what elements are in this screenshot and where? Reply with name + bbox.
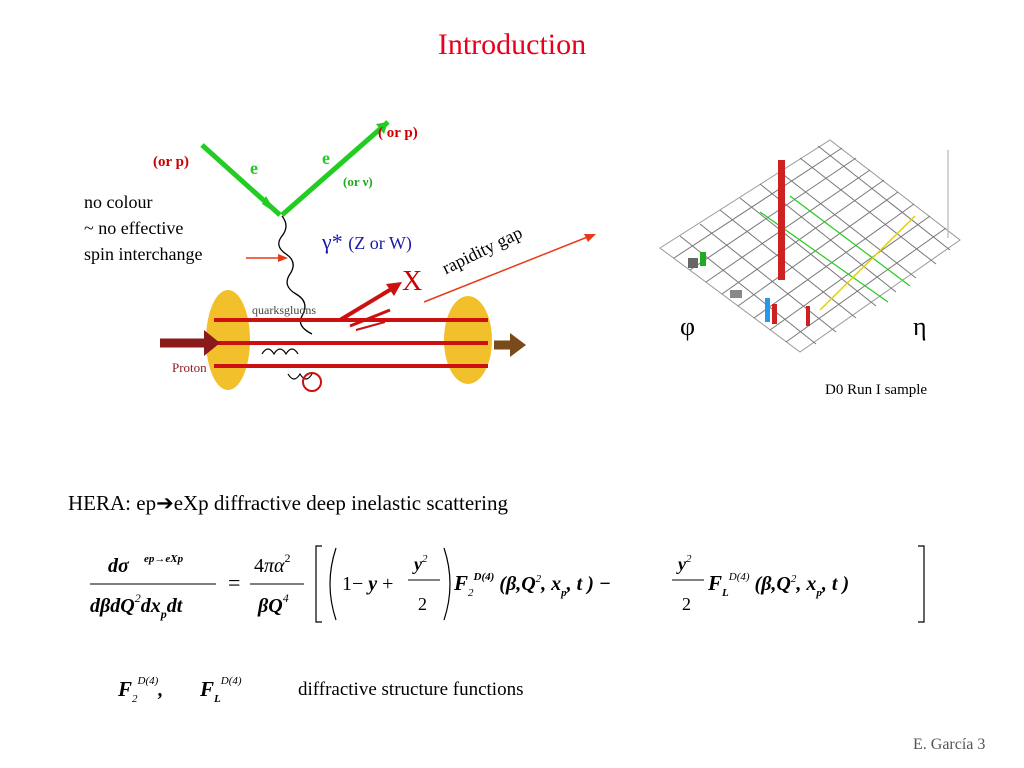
gluons-label: gluons [284, 303, 316, 317]
electron-label-right: e [322, 148, 330, 168]
sf-fl: FLD(4) [199, 675, 242, 705]
note-pointer-arrow [278, 254, 288, 262]
gamma-alt: (Z or W) [348, 233, 412, 253]
hera-prefix: HERA: ep [68, 491, 157, 515]
gluon-loop-2 [287, 372, 313, 380]
or-p-left-label: (or p) [153, 154, 189, 170]
note-line-2: ~ no effective [84, 218, 184, 238]
eq-y2-b: y2 [676, 553, 692, 574]
eq-bracket-right [918, 545, 925, 623]
structure-function-description: diffractive structure functions [298, 679, 524, 700]
eq-lhs-num: dσ [108, 555, 130, 577]
eq-coeff-num: 4πα2 [254, 551, 291, 577]
gamma-label: γ* (Z or W) [322, 229, 412, 255]
eq-coeff-den: βQ4 [257, 591, 289, 617]
eq-fl: FLD(4) (β,Q2, xp, t ) [707, 571, 849, 599]
photon-propagator [278, 215, 313, 335]
eq-y2: y2 [412, 553, 428, 574]
eq-lhs-sup: ep→eXp [144, 553, 184, 565]
eq-bracket-left [315, 545, 322, 623]
eq-lhs-den: dβdQ2dxpdt [90, 591, 184, 621]
proton-out-arrow [510, 333, 526, 357]
eta-label: η [913, 312, 927, 341]
gluon-circle [302, 372, 322, 392]
hera-process-line: HERA: ep➔eXp diffractive deep inelastic … [68, 491, 508, 516]
electron-label-left: e [250, 158, 258, 178]
phi-label: φ [680, 312, 696, 341]
proton-in-arrow [204, 330, 220, 356]
proton-label: Proton [172, 360, 207, 375]
outgoing-proton-blob [444, 296, 492, 384]
lego-tower-blue [765, 298, 770, 322]
outgoing-electron-arrow [376, 122, 388, 134]
hera-suffix: eXp diffractive deep inelastic scatterin… [173, 491, 508, 515]
jet-line-2 [349, 308, 391, 328]
lego-clutter-1 [730, 290, 742, 298]
structure-function-symbols: F2D(4), FLD(4) [117, 675, 242, 705]
plot-caption: D0 Run I sample [825, 382, 928, 398]
note-line-3: spin interchange [84, 244, 203, 264]
or-nu-label: (or ν) [343, 174, 373, 189]
slide-title: Introduction [437, 28, 587, 61]
eq-f2: F2D(4) (β,Q2, xp, t ) − [453, 571, 611, 599]
slide-footer: E. García 3 [913, 736, 986, 753]
lego-clutter-2 [688, 258, 698, 268]
scattering-diagram: e e (or ν) quarks gluons Proton [160, 120, 961, 392]
eq-half-den: 2 [418, 594, 427, 614]
or-p-right-label: ( or p) [378, 125, 418, 141]
gluon-loop-1 [261, 348, 299, 356]
x-label: X [402, 266, 423, 297]
eq-paren-left [329, 547, 337, 621]
eq-half-den-b: 2 [682, 594, 691, 614]
outgoing-electron-line [280, 120, 390, 217]
jet-line-3 [355, 321, 386, 331]
incoming-electron-arrow [262, 196, 276, 213]
lego-tower-green [700, 252, 706, 266]
rapidity-arrow-head [584, 234, 596, 242]
lego-green-line-2 [789, 195, 911, 287]
rapidity-arrow-line [423, 235, 591, 303]
eq-equals: = [228, 570, 240, 595]
jet-line-1 [338, 283, 400, 322]
arrow-icon: ➔ [156, 491, 174, 515]
jet-arrow-1 [386, 282, 402, 296]
gamma-symbol: γ* [322, 229, 343, 254]
lego-yellow-line [819, 215, 916, 311]
sf-f2: F2D(4), [117, 675, 163, 705]
lego-tower-red-small [772, 304, 777, 324]
lego-plot [659, 139, 961, 353]
note-line-1: no colour [84, 192, 153, 212]
lego-tower-red [778, 160, 785, 280]
eq-term: 1− y + [342, 573, 393, 595]
quarks-label: quarks [252, 303, 284, 317]
cross-section-equation: dσ ep→eXp dβdQ2dxpdt = 4πα2 βQ4 1− y + y… [90, 545, 925, 623]
eq-paren-right [443, 547, 451, 621]
lego-tower-red-right [806, 306, 810, 326]
